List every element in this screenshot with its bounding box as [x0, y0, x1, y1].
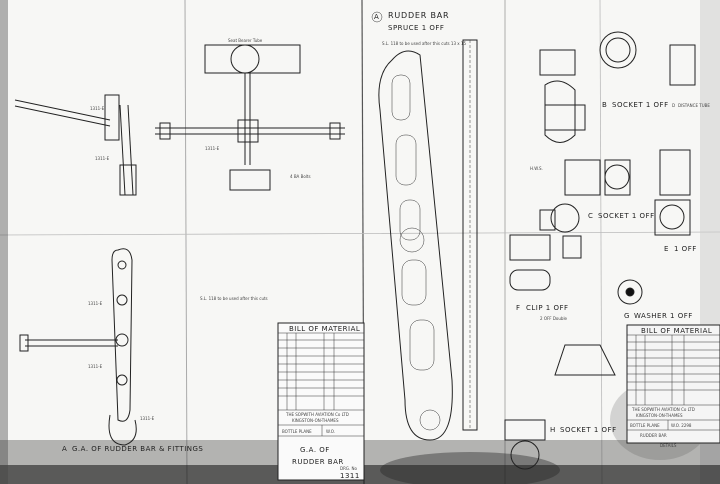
part-c-label: SOCKET 1 OFF — [598, 212, 655, 220]
left-label-6: 1311-E — [140, 416, 155, 421]
rudder-bar-part-a — [378, 39, 478, 441]
bom-right-location: KINGSTON-ON-THAMES — [636, 413, 683, 418]
bom-left-location: KINGSTON-ON-THAMES — [292, 418, 339, 423]
part-e-label: 1 OFF — [674, 245, 697, 253]
part-h-label: SOCKET 1 OFF — [560, 426, 617, 434]
rudder-bar-title: RUDDER BAR — [388, 11, 449, 20]
bom-left-plane: BOTTLE PLANE — [282, 429, 312, 434]
part-b-label: SOCKET 1 OFF — [612, 101, 669, 109]
bom-left-drg-no-label: DRG. No — [340, 466, 357, 471]
bom-right-company: THE SOPWITH AVIATION Co LTD — [631, 407, 695, 412]
part-ref-h: H — [550, 426, 556, 434]
part-ref-c: C — [588, 212, 593, 220]
rudder-bar-note: S.L. 118 to be used after this cuts 13 x… — [382, 41, 466, 46]
part-ref-g: G — [624, 312, 630, 320]
bom-left-drawing-subject: RUDDER BAR — [292, 458, 344, 466]
part-ref-a: A — [374, 13, 379, 21]
note-sl: S.L. 118 to be used after this cuts — [200, 296, 268, 301]
left-label-3: 1311-E — [205, 146, 220, 151]
part-ref-d: D — [672, 103, 675, 108]
bom-right-plane: BOTTLE PLANE — [630, 423, 660, 428]
left-label-5: 1311-E — [88, 364, 103, 369]
left-lower-rudder-bar — [19, 248, 137, 446]
bill-of-material-left: BILL OF MATERIAL THE SOPWITH AVIATION Co… — [277, 322, 365, 481]
bom-right-wo: W.O. 2298 — [671, 423, 692, 428]
part-d-label: DISTANCE TUBE — [678, 103, 710, 108]
bom-left-company: THE SOPWITH AVIATION Co LTD — [285, 412, 349, 417]
left-title-ref: A — [62, 445, 67, 453]
part-ref-f: F — [516, 304, 521, 312]
right-parts — [504, 31, 696, 470]
bom-left-drg-no: 1311 — [340, 472, 360, 480]
part-g-label: WASHER 1 OFF — [634, 312, 693, 320]
bom-right-subject: RUDDER BAR — [640, 433, 667, 438]
left-label-1: 1311-E — [90, 106, 105, 111]
bom-left-wo: W.O. — [326, 429, 335, 434]
cross-assembly — [155, 44, 345, 191]
bom-right-detail: DETAILS — [660, 443, 677, 448]
rudder-bar-material: SPRUCE 1 OFF — [388, 24, 444, 32]
note-seat-bearer: Seat Bearer Tube — [228, 38, 263, 43]
left-top-assembly — [14, 94, 137, 196]
left-label-2: 1311-E — [95, 156, 110, 161]
part-ref-b: B — [602, 101, 607, 109]
bill-of-material-right: BILL OF MATERIAL THE SOPWITH AVIATION Co… — [626, 324, 720, 448]
note-double: 2 OFF Double — [540, 316, 568, 321]
bom-right-title: BILL OF MATERIAL — [641, 327, 712, 335]
note-hws: H.W.S. — [530, 166, 543, 171]
note-bolts: 4 BA Bolts — [290, 174, 311, 179]
left-label-4: 1311-E — [88, 301, 103, 306]
part-labels: A RUDDER BAR SPRUCE 1 OFF S.L. 118 to be… — [62, 11, 710, 453]
left-title: G.A. OF RUDDER BAR & FITTINGS — [72, 445, 203, 453]
part-f-label: CLIP 1 OFF — [526, 304, 569, 312]
bom-left-title: BILL OF MATERIAL — [289, 325, 360, 333]
part-ref-e: E — [664, 245, 669, 253]
bom-left-drawing-title: G.A. OF — [300, 446, 330, 454]
